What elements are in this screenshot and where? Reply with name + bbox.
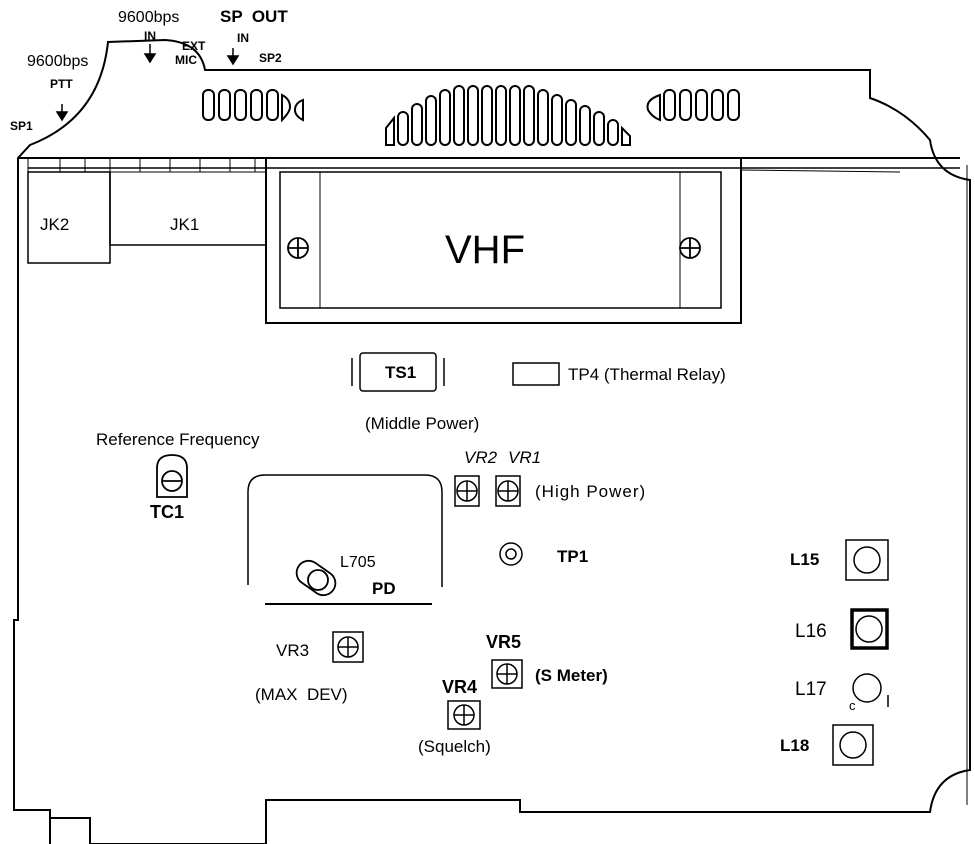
arrow-down-icon: [143, 44, 157, 64]
label-mic: MIC: [175, 53, 197, 67]
screw-right-icon: [679, 237, 701, 259]
label-in-left: IN: [144, 29, 156, 43]
vhf-module: [265, 157, 742, 324]
l18-label: L18: [780, 736, 809, 755]
screw-left-icon: [287, 237, 309, 259]
vr5-trimmer: [491, 659, 523, 689]
label-in-right: IN: [237, 31, 249, 45]
vr3-trimmer: [332, 631, 364, 663]
l18-coil: [832, 724, 874, 766]
l16-label: L16: [795, 621, 827, 642]
jack-jk2: JK2: [27, 171, 111, 264]
label-ext: EXT: [182, 39, 206, 53]
l17-c-label: c: [849, 698, 856, 713]
squelch-label: (Squelch): [418, 737, 491, 756]
tp1-label: TP1: [557, 547, 588, 566]
board-outline: [13, 38, 971, 844]
l16-coil: [850, 608, 889, 650]
l705-coil: [295, 559, 337, 597]
jack-jk1: JK1: [109, 172, 266, 246]
shield-outline: [247, 474, 443, 587]
vr2-label: VR2: [464, 448, 498, 467]
label-9600-ptt: 9600bps: [27, 53, 88, 70]
l705-label: L705: [340, 554, 376, 571]
l17-coil: [852, 673, 889, 707]
pd-label: PD: [372, 579, 396, 598]
vent-slots: [202, 85, 740, 146]
l15-label: L15: [790, 550, 819, 569]
tp4-label: TP4 (Thermal Relay): [568, 365, 726, 384]
label-sp2: SP2: [259, 51, 282, 65]
tc1-trimmer: [156, 454, 188, 498]
max-dev-label: (MAX DEV): [255, 685, 348, 704]
vr1-trimmer: [495, 475, 521, 507]
reference-frequency-label: Reference Frequency: [96, 430, 260, 449]
vhf-label: VHF: [445, 228, 525, 272]
label-9600-in: 9600bps: [118, 9, 179, 26]
ts1-label: TS1: [385, 363, 416, 382]
top-rail: [18, 157, 960, 173]
high-power-label: (High Power): [535, 482, 646, 501]
middle-power-label: (Middle Power): [365, 414, 479, 433]
jk1-label: JK1: [170, 215, 199, 234]
jk2-label: JK2: [40, 215, 69, 234]
tc1-label: TC1: [150, 502, 184, 522]
vr5-label: VR5: [486, 632, 521, 652]
vr2-trimmer: [454, 475, 480, 507]
label-sp1: SP1: [10, 119, 33, 133]
vr1-label: VR1: [508, 448, 541, 467]
vr3-label: VR3: [276, 641, 309, 660]
l17-label: L17: [795, 679, 827, 700]
vr4-trimmer: [447, 700, 481, 730]
tp1-test-point: [499, 542, 523, 566]
ts1-component: [351, 352, 445, 392]
label-ptt: PTT: [50, 77, 73, 91]
l15-coil: [845, 539, 889, 581]
s-meter-label: (S Meter): [535, 666, 608, 685]
arrow-down-icon: [55, 104, 69, 122]
arrow-down-icon: [226, 48, 240, 66]
vr4-label: VR4: [442, 677, 477, 697]
label-sp-out: SP OUT: [220, 7, 288, 26]
tp4-component: [512, 362, 560, 386]
